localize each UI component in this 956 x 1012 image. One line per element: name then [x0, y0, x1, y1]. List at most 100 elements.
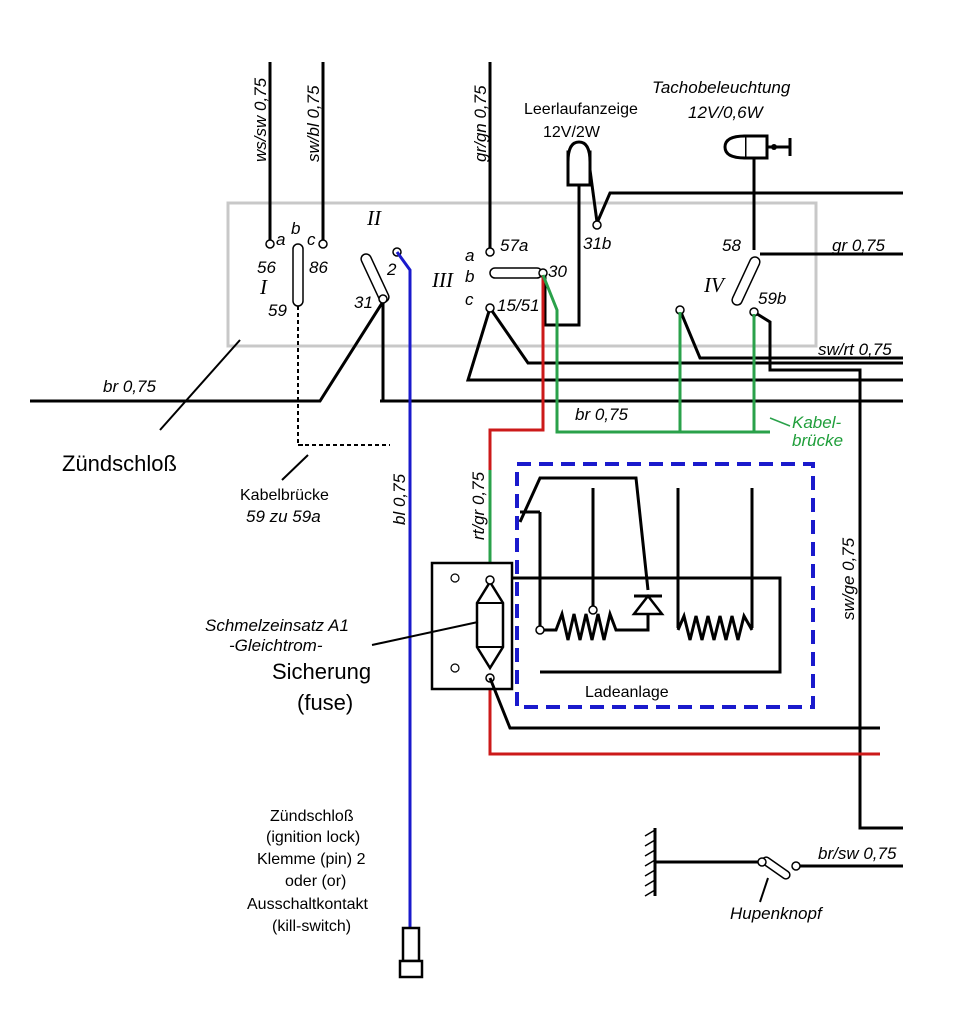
- fuse-terminal-top: [485, 575, 495, 585]
- fuse-leader: [371, 621, 479, 646]
- terminal-b2: b: [465, 267, 474, 286]
- dashed-bridge-2: 59 zu 59a: [246, 507, 321, 526]
- wire-br-left: [30, 299, 386, 403]
- label-ws-sw: ws/sw 0,75: [251, 77, 270, 162]
- connector-note-0: Zündschloß: [270, 808, 354, 825]
- wire-sw-rt: [678, 309, 903, 360]
- connector-note-4: Ausschaltkontakt: [247, 896, 369, 913]
- label-roman-3: III: [431, 268, 454, 292]
- connector-base: [398, 959, 424, 979]
- wire-1551-b: [488, 307, 903, 365]
- diode: [631, 593, 665, 616]
- speedo-lamp-label: Tachobeleuchtung: [652, 78, 791, 97]
- charging-wire-1: [512, 576, 782, 674]
- green-bridge-1: Kabel-: [792, 413, 841, 432]
- speedo-lamp-rating: 12V/0,6W: [688, 103, 765, 122]
- terminal-31b: [592, 220, 602, 230]
- neutral-lamp-bulb: [566, 140, 592, 163]
- contact-IV: [731, 256, 761, 306]
- diode-wire: [630, 614, 650, 632]
- wire-bl: [395, 251, 412, 930]
- label-58: 58: [722, 236, 741, 255]
- switch-leader: [159, 339, 241, 431]
- switch-label: Zündschloß: [62, 451, 177, 476]
- label-31: 31: [354, 293, 373, 312]
- label-rt-gr: rt/gr 0,75: [469, 471, 488, 540]
- label-30: 30: [548, 262, 567, 281]
- neutral-lamp-rating: 12V/2W: [543, 124, 601, 141]
- label-br-sw: br/sw 0,75: [818, 844, 897, 863]
- label-1551: 15/51: [497, 296, 540, 315]
- label-86: 86: [309, 258, 328, 277]
- fuse-screw-bottom: [450, 663, 460, 673]
- wire-31b: [595, 191, 903, 224]
- contact-I: [292, 243, 304, 307]
- terminal-1551: [485, 303, 495, 313]
- label-roman-4: IV: [703, 273, 726, 297]
- wire-red-lower: [488, 678, 880, 756]
- coil-2: [676, 611, 754, 641]
- charging-terminal-1: [535, 625, 545, 635]
- terminal-30-bar: [489, 267, 543, 279]
- green-bridge-2: brücke: [792, 431, 843, 450]
- label-31b: 31b: [583, 234, 611, 253]
- fuse-name-1: Schmelzeinsatz A1: [205, 616, 349, 635]
- ignition-switch-housing: [226, 201, 818, 348]
- neutral-lamp-label: Leerlaufanzeige: [524, 101, 638, 118]
- fuse-name-3: Sicherung: [272, 659, 371, 684]
- label-2: 2: [386, 260, 397, 279]
- wire-sw-ge: [753, 310, 903, 830]
- connector-note-1: (ignition lock): [266, 829, 360, 846]
- wire-green-bridge: [541, 274, 770, 434]
- wire-1551-a: [465, 307, 903, 382]
- charging-label: Ladeanlage: [585, 684, 669, 701]
- speedo-ground-dot: [771, 144, 777, 150]
- label-59b: 59b: [758, 289, 786, 308]
- connector-note-3: oder (or): [285, 873, 346, 890]
- horn-terminal-left: [757, 857, 767, 867]
- fuse-screw-top: [450, 573, 460, 583]
- horn-leader: [759, 877, 769, 903]
- label-sw-bl: sw/bl 0,75: [304, 85, 323, 162]
- speedo-lamp-bulb: [723, 134, 746, 160]
- green-bridge-leader: [769, 417, 791, 427]
- label-57a: 57a: [500, 236, 528, 255]
- label-56: 56: [257, 258, 276, 277]
- bridge-59-59a: [297, 306, 304, 446]
- label-bl: bl 0,75: [390, 473, 409, 525]
- terminal-56: [265, 239, 275, 249]
- terminal-c2: c: [465, 290, 474, 309]
- label-roman-1: I: [259, 275, 268, 299]
- charging-frame: [515, 462, 815, 709]
- fuse-name-4: (fuse): [297, 690, 353, 715]
- speedo-lamp-icon: [743, 134, 769, 160]
- fuse-name-2: -Gleichtrom-: [229, 636, 323, 655]
- connector-plug: [401, 926, 421, 963]
- terminal-a2: a: [465, 246, 474, 265]
- fuse-element: [475, 579, 505, 671]
- bridge-leader: [281, 454, 309, 481]
- wire-fuse-black: [488, 677, 880, 730]
- wire-neutral-lamp: [543, 185, 581, 327]
- label-gr: gr 0,75: [832, 236, 885, 255]
- coil-1: [544, 608, 630, 641]
- terminal-31: [378, 294, 388, 304]
- terminal-a1: a: [276, 230, 285, 249]
- label-sw-ge: sw/ge 0,75: [839, 537, 858, 620]
- label-59: 59: [268, 301, 287, 320]
- terminal-c1: c: [307, 230, 316, 249]
- terminal-57a: [485, 247, 495, 257]
- ground-hatch: [644, 829, 656, 897]
- connector-note-5: (kill-switch): [272, 918, 351, 935]
- horn-label: Hupenknopf: [730, 904, 824, 923]
- terminal-b1: b: [291, 219, 300, 238]
- horn-terminal-right: [791, 861, 801, 871]
- wire-rt-gr-red: [488, 275, 545, 470]
- label-br-left: br 0,75: [103, 377, 156, 396]
- dashed-bridge-1: Kabelbrücke: [240, 487, 329, 504]
- label-br-mid: br 0,75: [575, 405, 628, 424]
- terminal-86: [318, 239, 328, 249]
- charging-wire-2: [518, 476, 650, 591]
- connector-note-2: Klemme (pin) 2: [257, 851, 366, 868]
